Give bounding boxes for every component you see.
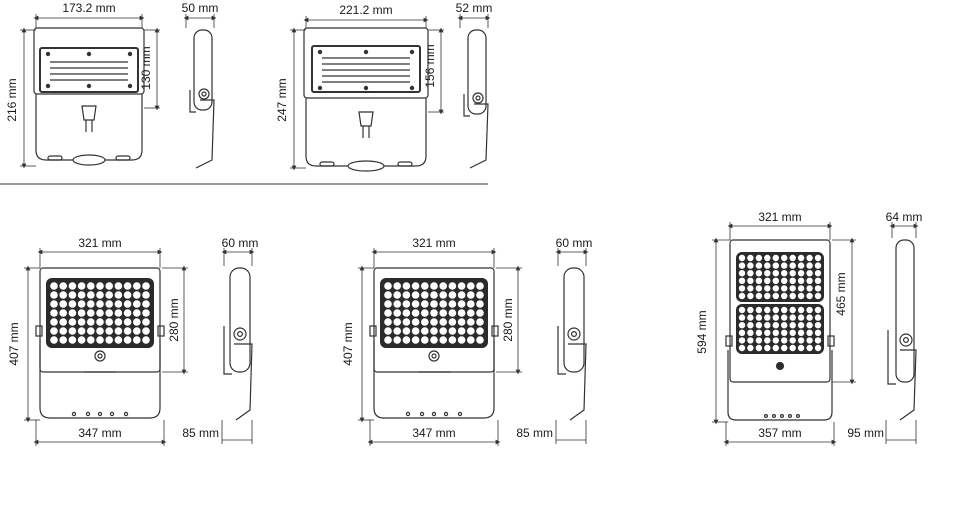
dim-panel-large: 465 mm (834, 272, 848, 315)
dim-width-large: 321 mm (758, 210, 801, 224)
dim-bracket-depth-medium-a: 85 mm (182, 426, 219, 440)
drawing-large: 321 mm 594 mm 465 mm 357 mm 64 mm 95 mm (695, 210, 922, 446)
dim-depth-small-b: 52 mm (456, 1, 493, 15)
dim-bracket-width-medium-a: 347 mm (78, 426, 121, 440)
dim-width-medium-a: 321 mm (78, 236, 121, 250)
dim-height-small-a: 216 mm (5, 78, 19, 121)
dim-depth-medium-a: 60 mm (222, 236, 259, 250)
dimensions-small-a (20, 14, 217, 169)
side-view-medium-a (223, 267, 253, 421)
dim-bracket-width-large: 357 mm (758, 426, 801, 440)
dim-height-medium-a: 407 mm (7, 322, 21, 365)
dim-panel-medium-b: 280 mm (501, 298, 515, 341)
led-dot-grid (50, 282, 150, 344)
dim-height-small-b: 247 mm (275, 78, 289, 121)
front-view-large (725, 239, 835, 421)
side-view-medium-b (557, 267, 587, 421)
dim-panel-small-b: 156 mm (423, 44, 437, 87)
dim-width-medium-b: 321 mm (412, 236, 455, 250)
led-dot-grid (384, 282, 484, 344)
drawing-small-a: 173.2 mm 216 mm 130 mm 50 mm (5, 1, 219, 169)
dim-panel-medium-a: 280 mm (167, 298, 181, 341)
dimensions-small-b (290, 14, 491, 171)
dim-bracket-width-medium-b: 347 mm (412, 426, 455, 440)
dim-depth-small-a: 50 mm (182, 1, 219, 15)
dimensions-medium-b (358, 248, 589, 446)
dimensions-medium-a (24, 248, 255, 446)
front-view-small-a (33, 27, 145, 166)
side-view-large (887, 239, 917, 421)
front-view-medium-b (369, 267, 499, 419)
dim-height-medium-b: 407 mm (341, 322, 355, 365)
dim-bracket-depth-large: 95 mm (847, 426, 884, 440)
drawing-medium-b: 321 mm 407 mm 280 mm 347 mm 60 mm 85 mm (341, 236, 592, 446)
dim-depth-large: 64 mm (886, 210, 923, 224)
side-view-small-b (463, 29, 489, 169)
front-view-small-b (303, 27, 429, 172)
dim-panel-small-a: 130 mm (139, 46, 153, 89)
led-dot-grid (738, 254, 822, 300)
dim-bracket-depth-medium-b: 85 mm (516, 426, 553, 440)
dim-width-small-b: 221.2 mm (339, 3, 392, 17)
dim-height-large: 594 mm (695, 310, 709, 353)
front-view-medium-a (35, 267, 165, 419)
dimensions-large (712, 222, 919, 446)
dim-width-small-a: 173.2 mm (62, 1, 115, 15)
dim-depth-medium-b: 60 mm (556, 236, 593, 250)
side-view-small-a (189, 29, 215, 169)
drawing-medium-a: 321 mm 407 mm 280 mm 347 mm 60 mm 85 mm (7, 236, 258, 446)
led-dot-grid (738, 306, 822, 352)
drawing-small-b: 221.2 mm 247 mm 156 mm 52 mm (275, 1, 493, 172)
